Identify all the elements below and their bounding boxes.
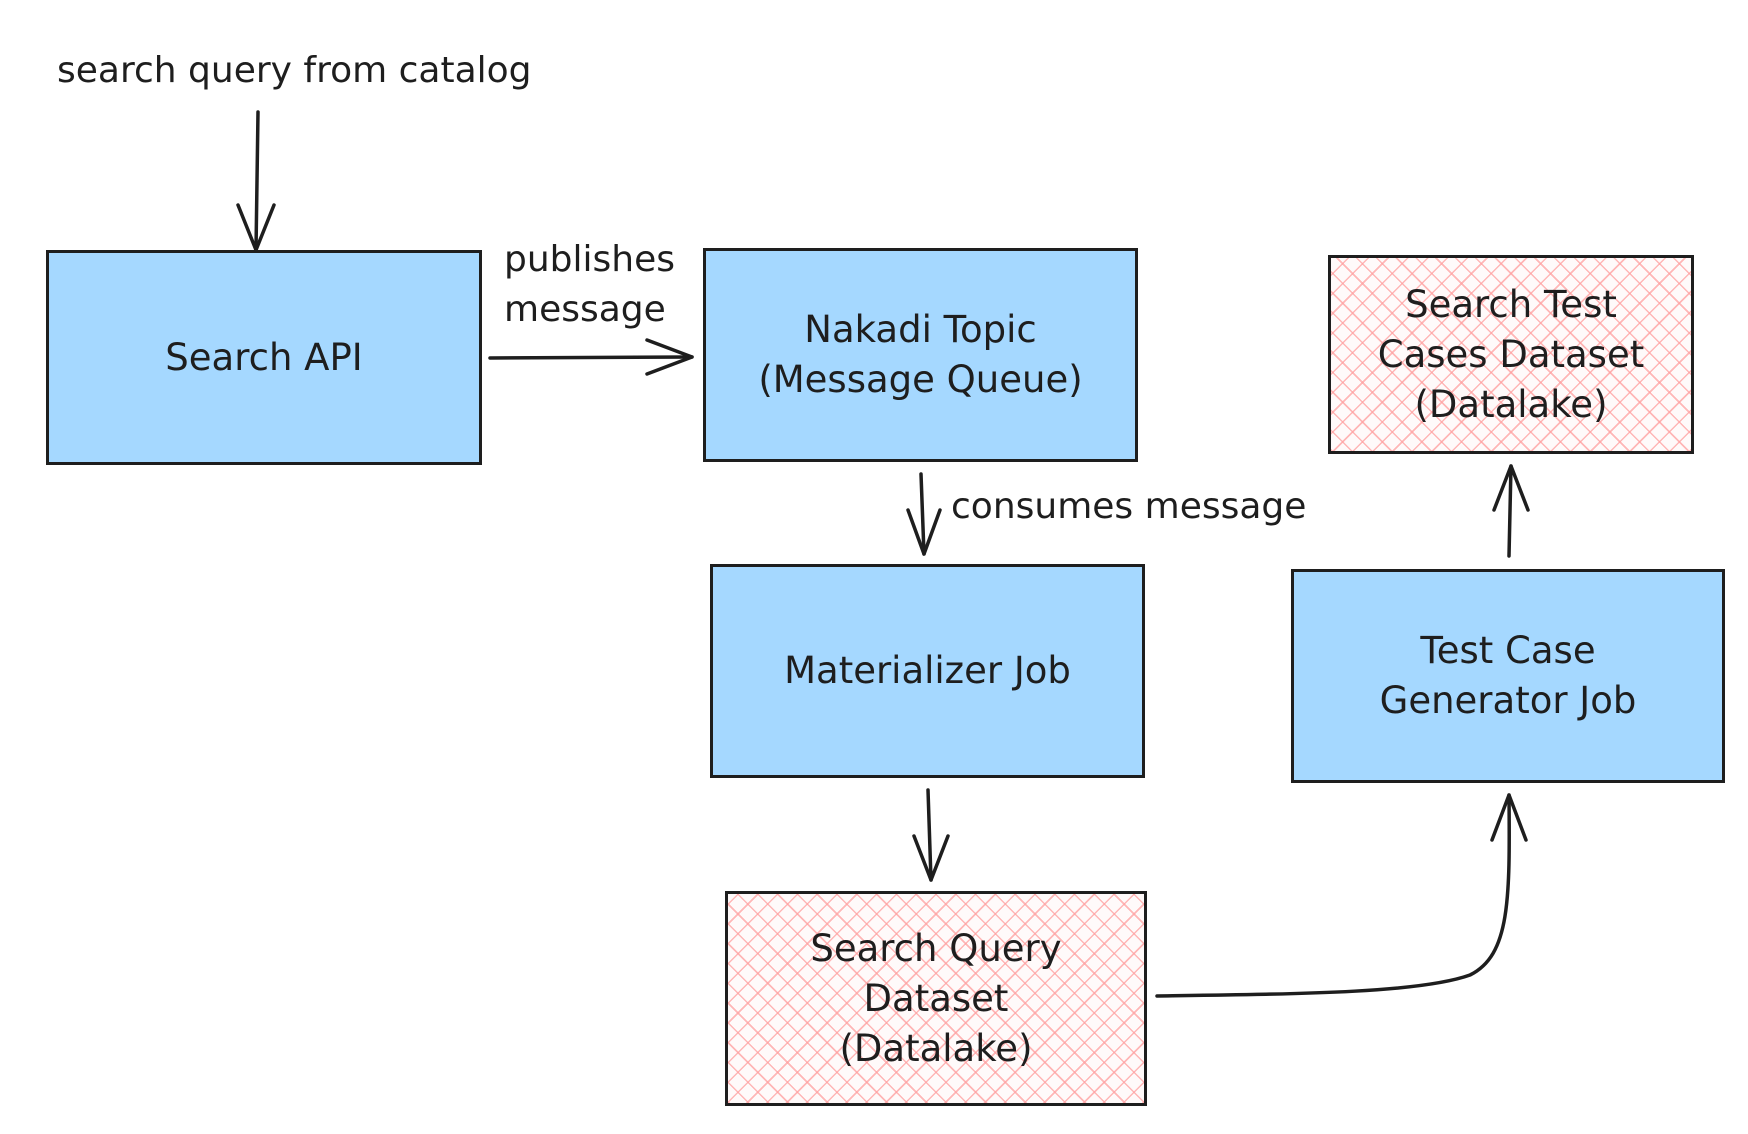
arrow-search-api-to-nakadi xyxy=(488,338,694,376)
search-test-cases-dataset-box: Search Test Cases Dataset (Datalake) xyxy=(1328,255,1694,454)
materializer-job-box: Materializer Job xyxy=(710,564,1145,778)
arrow-materializer-to-search-query-dataset xyxy=(912,788,950,882)
search-query-dataset-line: Search Query xyxy=(810,926,1062,970)
arrow-generator-to-search-test-cases-dataset xyxy=(1492,464,1530,558)
test-case-generator-job-box: Test Case Generator Job xyxy=(1291,569,1725,783)
search-query-dataset-box: Search Query Dataset (Datalake) xyxy=(725,891,1147,1106)
search-test-cases-dataset-line: (Datalake) xyxy=(1414,382,1608,426)
search-query-dataset-line: (Datalake) xyxy=(839,1026,1033,1070)
search-query-dataset-line: Dataset xyxy=(863,976,1009,1020)
test-case-generator-job-line: Generator Job xyxy=(1379,679,1637,722)
nakadi-topic-line: (Message Queue) xyxy=(758,358,1083,401)
nakadi-topic-line: Nakadi Topic xyxy=(804,308,1037,351)
search-api-text: Search API xyxy=(165,335,363,379)
publishes-label: publishes message xyxy=(504,235,675,335)
search-api-box: Search API xyxy=(46,250,482,465)
publishes-label-line: message xyxy=(504,289,666,330)
nakadi-topic-box: Nakadi Topic (Message Queue) xyxy=(703,248,1138,462)
publishes-label-line: publishes xyxy=(504,239,675,280)
arrow-nakadi-to-materializer xyxy=(906,472,942,556)
consumes-label: consumes message xyxy=(951,486,1307,527)
input-label: search query from catalog xyxy=(57,50,532,91)
search-test-cases-dataset-line: Search Test xyxy=(1405,282,1617,326)
arrow-input-to-search-api xyxy=(236,110,276,252)
materializer-job-text: Materializer Job xyxy=(784,649,1071,692)
arrow-search-query-dataset-to-generator xyxy=(1155,793,1528,998)
search-test-cases-dataset-line: Cases Dataset xyxy=(1377,332,1645,376)
test-case-generator-job-line: Test Case xyxy=(1420,629,1596,672)
